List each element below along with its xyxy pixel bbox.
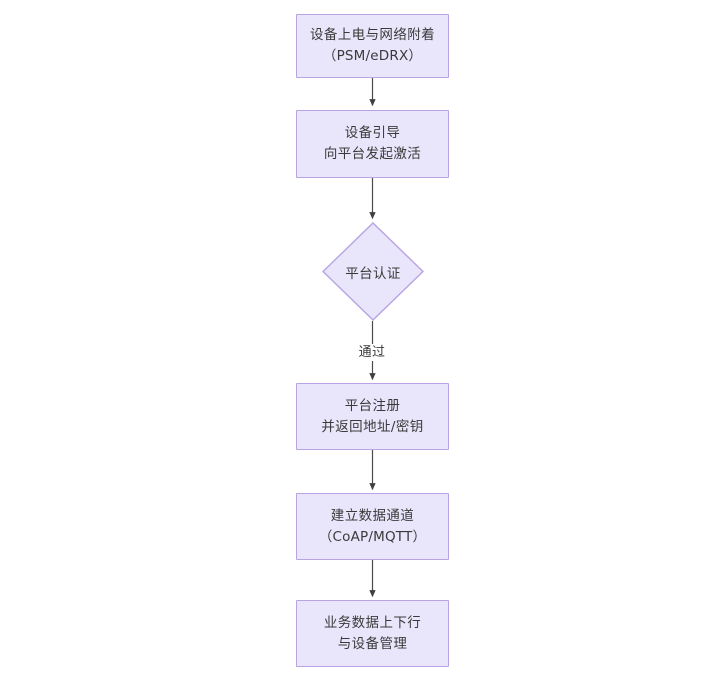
node-business-data-and-device-management[interactable]: 业务数据上下行 与设备管理 [296,600,449,667]
node-platform-authentication[interactable]: 平台认证 [322,222,424,321]
decision-label: 平台认证 [345,265,401,282]
node-line-2: 并返回地址/密钥 [321,418,424,435]
node-line-1: 平台注册 [344,397,401,414]
node-line-1: 设备上电与网络附着 [309,27,436,43]
node-line-2: （PSM/eDRX） [322,48,423,64]
node-line-1: 建立数据通道 [330,507,415,524]
node-line-1: 业务数据上下行 [323,614,422,631]
node-platform-registration[interactable]: 平台注册 并返回地址/密钥 [296,383,449,450]
node-line-2: 与设备管理 [337,635,408,652]
node-establish-data-channel[interactable]: 建立数据通道 （CoAP/MQTT） [296,493,449,560]
node-power-on-network-attach[interactable]: 设备上电与网络附着 （PSM/eDRX） [296,14,449,78]
node-line-2: （CoAP/MQTT） [318,528,427,545]
edge-label-pass: 通过 [357,344,387,361]
node-device-bootstrap[interactable]: 设备引导 向平台发起激活 [296,110,449,178]
node-line-2: 向平台发起激活 [323,146,422,162]
node-line-1: 设备引导 [344,125,401,141]
diamond-shape [322,222,424,321]
